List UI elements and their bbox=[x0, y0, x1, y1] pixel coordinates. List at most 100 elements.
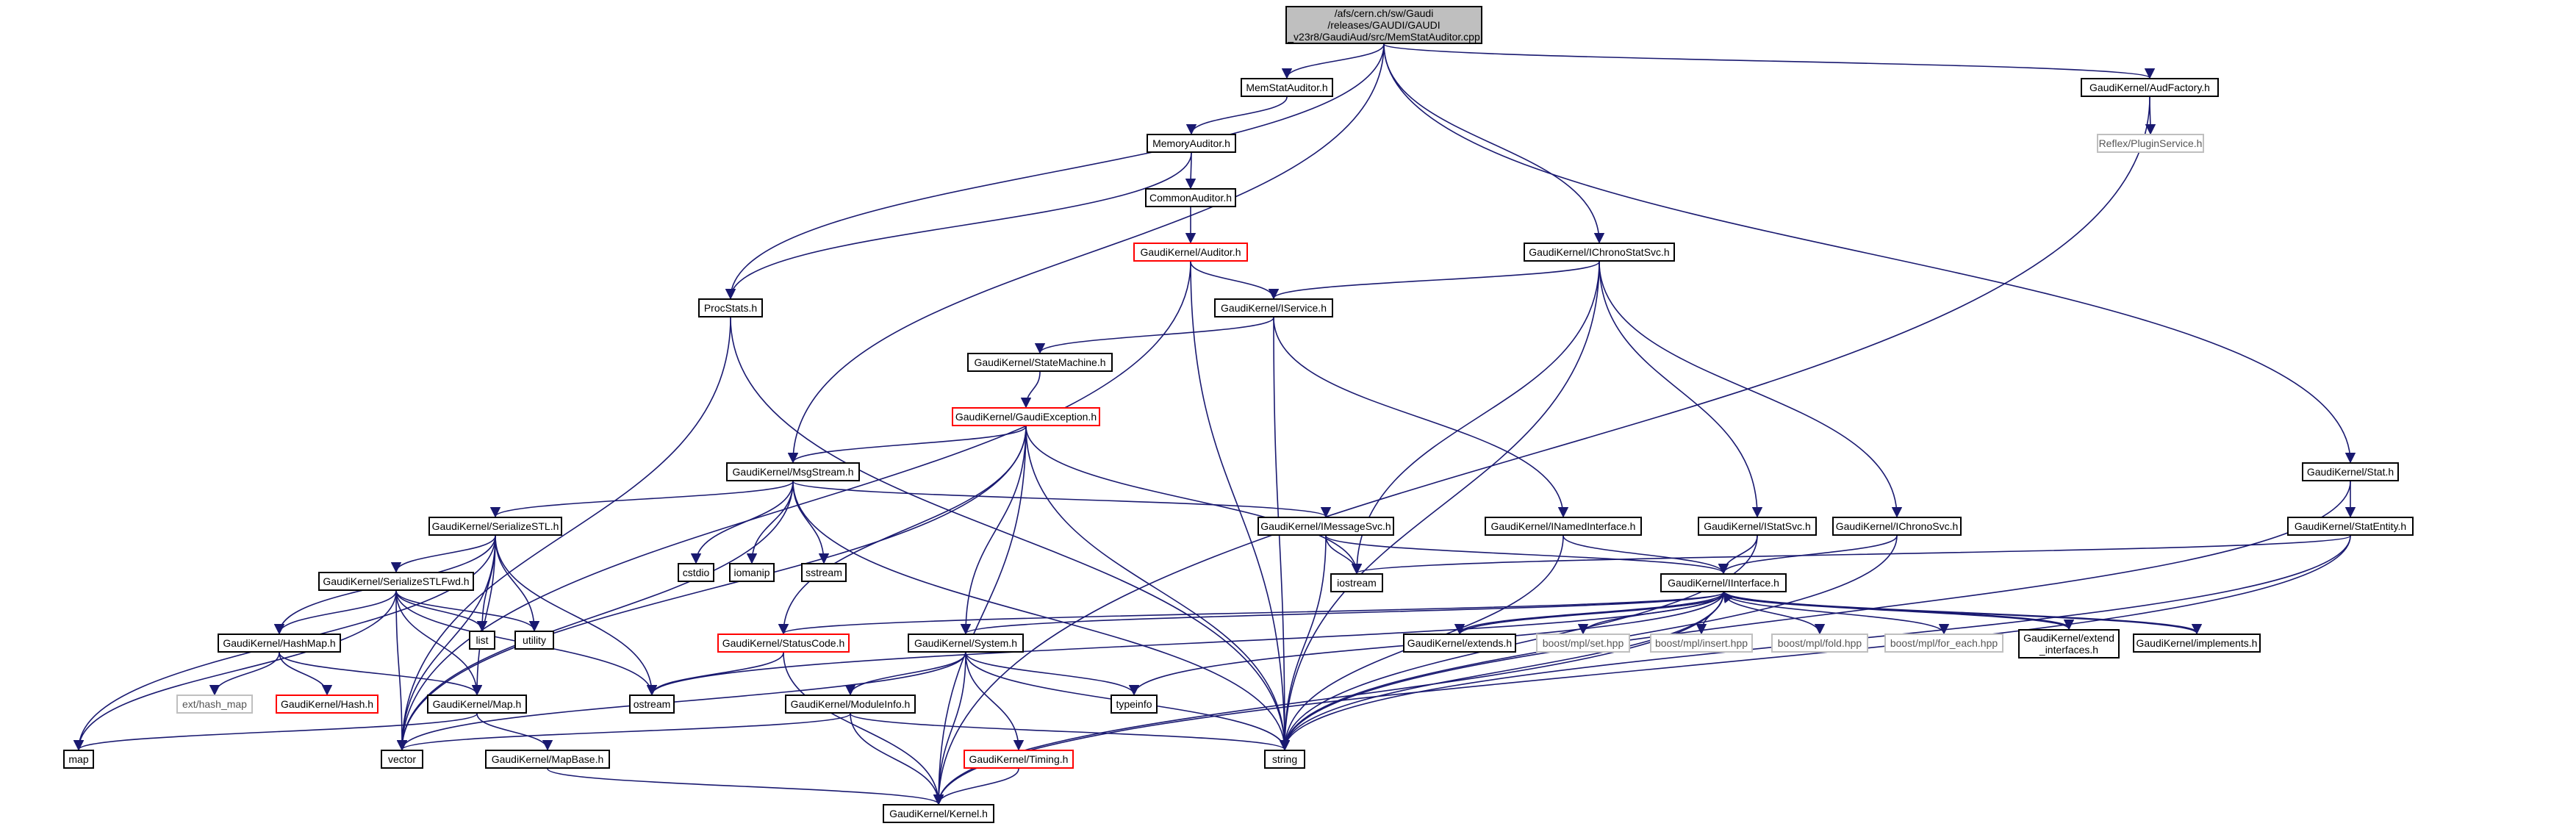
node-timing[interactable]: GaudiKernel/Timing.h bbox=[964, 750, 1074, 769]
node-system[interactable]: GaudiKernel/System.h bbox=[908, 634, 1024, 653]
edge-imessagesvc-to-iostream bbox=[1325, 535, 1363, 575]
node-iostream[interactable]: iostream bbox=[1330, 573, 1383, 592]
edge-gaudiexception-to-iostream bbox=[1025, 426, 1363, 575]
edge-gaudiexception-to-system bbox=[960, 426, 1027, 635]
edge-serializestl-to-map_h bbox=[471, 535, 496, 696]
node-iomanip[interactable]: iomanip bbox=[729, 563, 775, 582]
node-iservice[interactable]: GaudiKernel/IService.h bbox=[1214, 298, 1333, 317]
node-audfactory[interactable]: GaudiKernel/AudFactory.h bbox=[2081, 78, 2219, 97]
edge-iservice-to-statemachine bbox=[1034, 317, 1274, 354]
node-ichronosvc[interactable]: GaudiKernel/IChronoSvc.h bbox=[1832, 517, 1962, 536]
node-ostream[interactable]: ostream bbox=[629, 695, 675, 714]
node-string[interactable]: string bbox=[1264, 750, 1305, 769]
edge-system-to-moduleinfo bbox=[844, 652, 966, 696]
edge-moduleinfo-to-kernel bbox=[850, 713, 944, 805]
edge-inamedinterface-to-iinterface bbox=[1563, 535, 1729, 575]
node-extends[interactable]: GaudiKernel/extends.h bbox=[1403, 634, 1516, 653]
node-mapbase[interactable]: GaudiKernel/MapBase.h bbox=[485, 750, 610, 769]
node-list[interactable]: list bbox=[469, 631, 495, 650]
edge-statuscode-to-ostream bbox=[646, 652, 784, 696]
node-procstats[interactable]: ProcStats.h bbox=[698, 298, 763, 317]
node-mpl-for-each: boost/mpl/for_each.hpp bbox=[1884, 634, 2003, 653]
edge-moduleinfo-to-string bbox=[850, 713, 1290, 751]
edge-hashmap-to-hash bbox=[279, 652, 333, 696]
node-mpl-fold: boost/mpl/fold.hpp bbox=[1771, 634, 1868, 653]
node-map-h[interactable]: GaudiKernel/Map.h bbox=[427, 695, 527, 714]
edge-ichronostatsvc-to-string bbox=[1279, 261, 1600, 751]
node-extend-interfaces[interactable]: GaudiKernel/extend _interfaces.h bbox=[2018, 629, 2120, 658]
edge-statuscode-to-kernel bbox=[783, 652, 944, 805]
edge-iinterface-to-ostream bbox=[647, 592, 1724, 696]
node-memoryauditor[interactable]: MemoryAuditor.h bbox=[1147, 134, 1236, 153]
edge-serializestlfwd-to-vector bbox=[395, 590, 408, 751]
node-implements[interactable]: GaudiKernel/implements.h bbox=[2133, 634, 2261, 653]
node-commonauditor[interactable]: CommonAuditor.h bbox=[1145, 188, 1236, 207]
edge-ichronostatsvc-to-istatsvc bbox=[1599, 261, 1763, 518]
node-root-file: /afs/cern.ch/sw/Gaudi /releases/GAUDI/GA… bbox=[1285, 6, 1482, 44]
node-utility[interactable]: utility bbox=[514, 631, 554, 650]
node-statemachine[interactable]: GaudiKernel/StateMachine.h bbox=[967, 353, 1113, 372]
node-mpl-insert: boost/mpl/insert.hpp bbox=[1650, 634, 1753, 653]
node-statuscode[interactable]: GaudiKernel/StatusCode.h bbox=[717, 634, 850, 653]
edge-serializestlfwd-to-utility bbox=[395, 590, 540, 632]
edge-gaudiexception-to-kernel bbox=[933, 426, 1027, 805]
node-vector[interactable]: vector bbox=[381, 750, 423, 769]
edge-iinterface-to-system bbox=[961, 592, 1724, 635]
node-auditor[interactable]: GaudiKernel/Auditor.h bbox=[1133, 243, 1248, 262]
edge-statentity-to-iostream bbox=[1352, 535, 2351, 575]
edge-iinterface-to-mplforeach bbox=[1723, 592, 1950, 635]
edge-hashmap-to-exthashmap bbox=[209, 652, 280, 696]
edge-serializestlfwd-to-map bbox=[73, 590, 397, 751]
node-sstream[interactable]: sstream bbox=[801, 563, 847, 582]
node-map[interactable]: map bbox=[63, 750, 94, 769]
edge-root-to-procstats bbox=[725, 43, 1385, 300]
node-stat[interactable]: GaudiKernel/Stat.h bbox=[2302, 462, 2399, 481]
edge-iservice-to-inamedinterface bbox=[1273, 317, 1569, 518]
edge-msgstream-to-vector bbox=[396, 481, 794, 751]
edge-serializestlfwd-to-list bbox=[395, 590, 488, 632]
edge-system-to-kernel bbox=[933, 652, 966, 805]
edge-memstatauditor-to-memoryauditor bbox=[1185, 96, 1288, 135]
node-msgstream[interactable]: GaudiKernel/MsgStream.h bbox=[726, 462, 860, 481]
node-kernel[interactable]: GaudiKernel/Kernel.h bbox=[883, 804, 994, 823]
edge-serializestl-to-serializestlfwd bbox=[390, 535, 496, 573]
edge-root-to-memstatauditor bbox=[1281, 43, 1385, 79]
node-typeinfo[interactable]: typeinfo bbox=[1111, 695, 1158, 714]
edge-system-to-vector bbox=[396, 652, 966, 751]
node-pluginservice: Reflex/PluginService.h bbox=[2097, 134, 2204, 153]
edge-mapbase-to-kernel bbox=[547, 768, 944, 805]
node-hash[interactable]: GaudiKernel/Hash.h bbox=[276, 695, 378, 714]
node-ichronostatsvc[interactable]: GaudiKernel/IChronoStatSvc.h bbox=[1524, 243, 1675, 262]
edge-serializestl-to-vector bbox=[396, 535, 496, 751]
edge-memoryauditor-to-procstats bbox=[725, 152, 1192, 300]
node-cstdio[interactable]: cstdio bbox=[678, 563, 714, 582]
edge-root-to-ichronostatsvc bbox=[1383, 43, 1605, 244]
node-istatsvc[interactable]: GaudiKernel/IStatSvc.h bbox=[1698, 517, 1817, 536]
edge-hashmap-to-map_h bbox=[279, 652, 483, 696]
edge-map_h-to-mapbase bbox=[476, 713, 553, 751]
node-hashmap[interactable]: GaudiKernel/HashMap.h bbox=[218, 634, 341, 653]
edge-audfactory-to-kernel bbox=[933, 96, 2150, 805]
node-gaudiexception[interactable]: GaudiKernel/GaudiException.h bbox=[952, 407, 1100, 426]
node-serializestl[interactable]: GaudiKernel/SerializeSTL.h bbox=[428, 517, 562, 536]
edge-implements-to-iinterface bbox=[1723, 591, 2198, 634]
node-imessagesvc[interactable]: GaudiKernel/IMessageSvc.h bbox=[1257, 517, 1394, 536]
node-moduleinfo[interactable]: GaudiKernel/ModuleInfo.h bbox=[785, 695, 916, 714]
node-ext-hash-map: ext/hash_map bbox=[176, 695, 253, 714]
edge-serializestlfwd-to-map_h bbox=[395, 590, 483, 696]
edge-iinterface-to-extends bbox=[1454, 592, 1724, 635]
edge-imessagesvc-to-string bbox=[1279, 535, 1327, 751]
node-mpl-set: boost/mpl/set.hpp bbox=[1536, 634, 1630, 653]
node-memstatauditor[interactable]: MemStatAuditor.h bbox=[1241, 78, 1333, 97]
node-iinterface[interactable]: GaudiKernel/IInterface.h bbox=[1660, 573, 1787, 592]
node-serializestlfwd[interactable]: GaudiKernel/SerializeSTLFwd.h bbox=[318, 572, 474, 591]
edge-procstats-to-vector bbox=[396, 317, 731, 751]
edge-extends-to-iinterface bbox=[1459, 591, 1734, 634]
node-inamedinterface[interactable]: GaudiKernel/INamedInterface.h bbox=[1485, 517, 1642, 536]
edge-stat-to-string bbox=[1279, 481, 2351, 751]
edge-serializestl-to-ostream bbox=[495, 535, 658, 696]
edge-gaudiexception-to-msgstream bbox=[787, 426, 1027, 464]
edge-root-to-stat bbox=[1383, 43, 2356, 464]
node-statentity[interactable]: GaudiKernel/StatEntity.h bbox=[2287, 517, 2414, 536]
